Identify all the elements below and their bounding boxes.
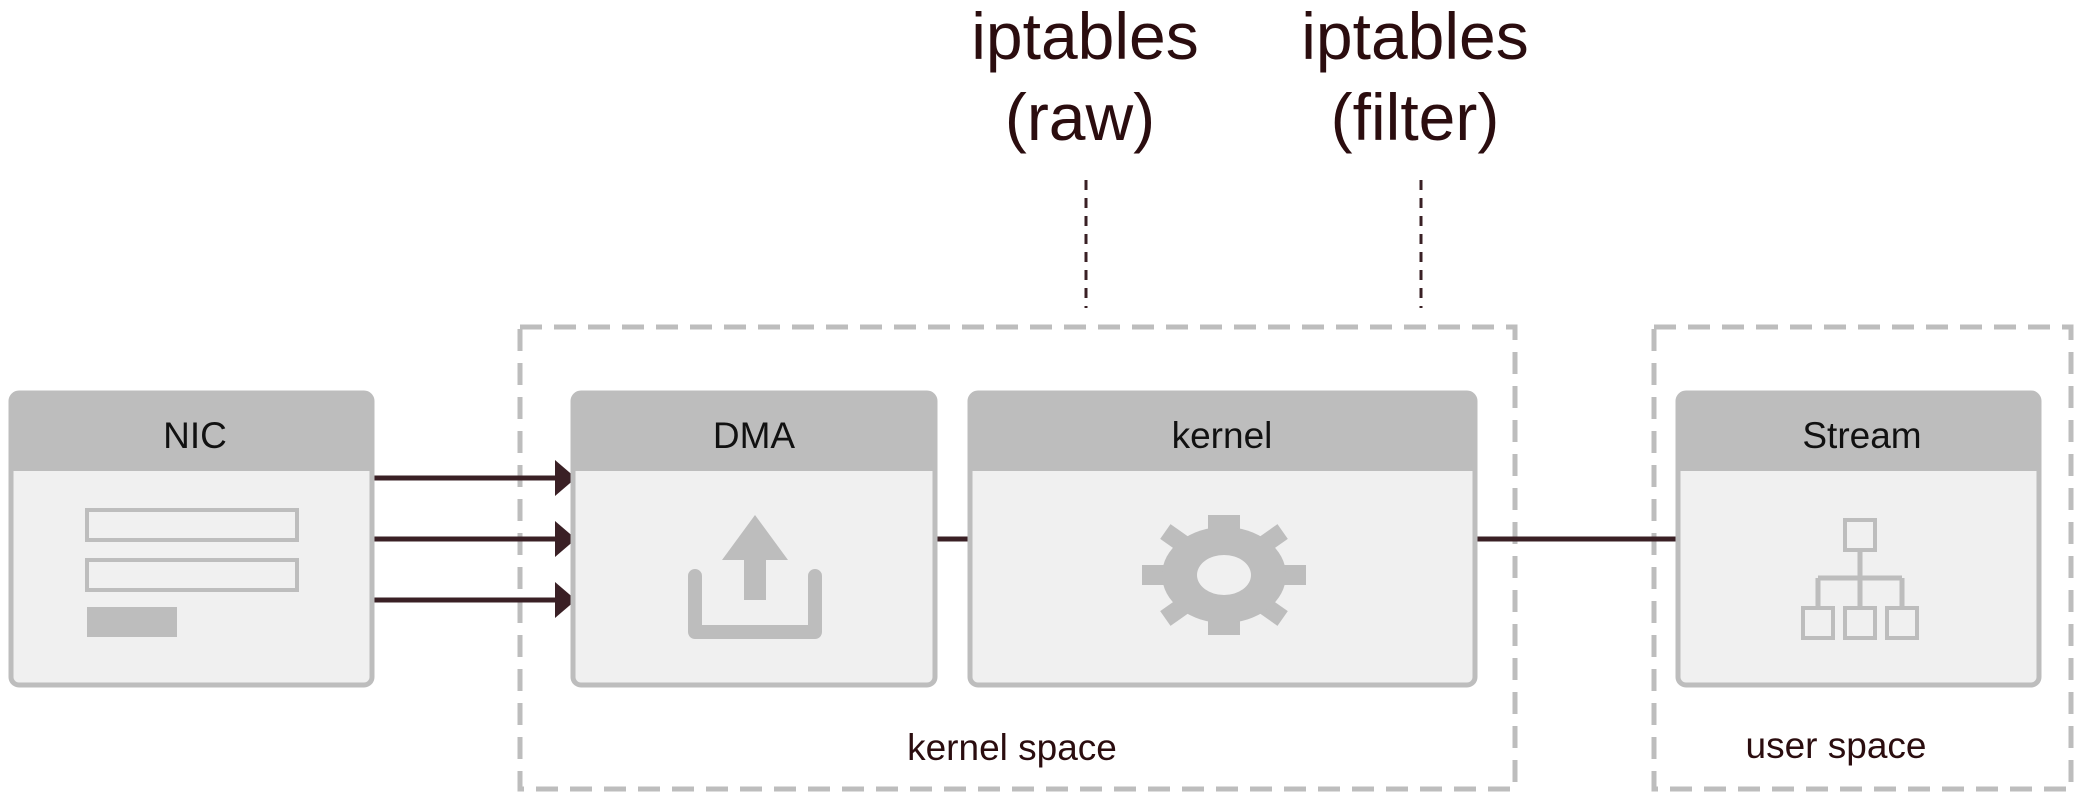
stream-node-header: [1678, 393, 2039, 471]
arrowhead-2: [555, 521, 576, 557]
arrowhead-3: [555, 582, 576, 618]
iptables-filter-line2: (filter): [1331, 80, 1500, 154]
iptables-raw-hook: iptables (raw): [971, 0, 1199, 308]
upload-icon: [688, 515, 822, 639]
dma-node: DMA: [570, 390, 938, 688]
iptables-filter-line1: iptables: [1301, 0, 1529, 73]
kernel-space-region: [517, 324, 1518, 792]
nic-title: NIC: [163, 415, 227, 456]
user-space-region: [1651, 324, 2074, 792]
iptables-filter-hook: iptables (filter): [1301, 0, 1529, 308]
nic-to-dma-arrows: [372, 460, 576, 618]
gear-icon: [1142, 515, 1306, 635]
kernel-title: kernel: [1172, 415, 1273, 456]
stream-title: Stream: [1802, 415, 1921, 456]
nic-node-header: [11, 393, 372, 471]
iptables-raw-line2: (raw): [1005, 80, 1155, 154]
nic-node: NIC: [8, 390, 375, 688]
stream-node: Stream: [1675, 390, 2042, 688]
kernel-node-header: [970, 393, 1475, 471]
iptables-raw-line1: iptables: [971, 0, 1199, 73]
form-icon: [85, 508, 299, 637]
dma-title: DMA: [713, 415, 796, 456]
hierarchy-icon: [1801, 518, 1919, 640]
arrowhead-1: [555, 460, 576, 496]
kernel-node: kernel: [967, 390, 1478, 688]
dma-node-header: [573, 393, 935, 471]
kernel-space-label: kernel space: [907, 727, 1117, 768]
user-space-label: user space: [1746, 725, 1927, 766]
